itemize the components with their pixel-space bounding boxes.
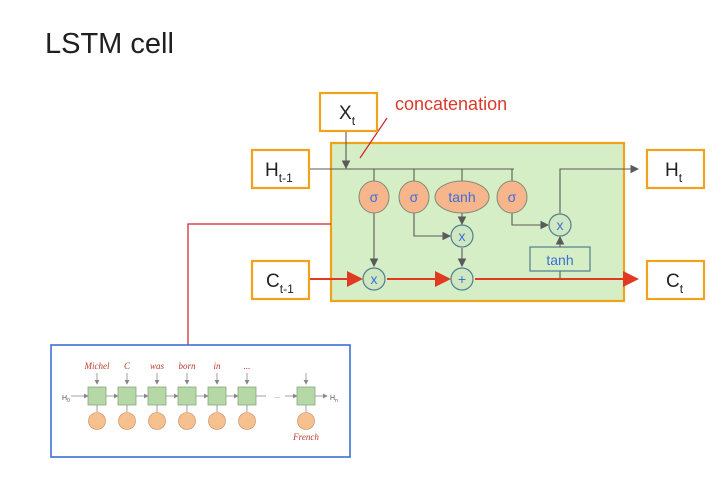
forget-gate-sigma [358, 180, 390, 214]
c-prev-input-box [250, 259, 311, 301]
forget-multiply-op [362, 267, 386, 291]
inset-word-4: born [178, 361, 196, 371]
inset-output-node [148, 412, 166, 430]
input-multiply-label: x [459, 228, 466, 244]
forget-multiply-label: x [371, 271, 378, 287]
input-gate-label: σ [410, 189, 419, 205]
h-prev-label: Ht-1 [265, 160, 293, 185]
inset-word-3: was [150, 361, 165, 371]
inset-output-node [118, 412, 136, 430]
concatenation-pointer [359, 117, 388, 159]
ht-output-box [645, 148, 706, 190]
input-gate-sigma [398, 180, 430, 214]
inset-output-node [208, 412, 226, 430]
output-gate-label: σ [508, 189, 517, 205]
slide-title: LSTM cell [45, 28, 174, 60]
output-multiply-label: x [557, 217, 564, 233]
inset-output-node [178, 412, 196, 430]
inset-cell [87, 386, 107, 406]
inset-ellipsis: ... [274, 393, 280, 400]
inset-word-1: Michel [84, 361, 110, 371]
inset-link-line [187, 223, 331, 345]
concatenation-note: concatenation [395, 94, 508, 114]
input-multiply-op [450, 224, 474, 248]
output-gate-sigma [496, 180, 528, 214]
inset-word-2: C [124, 361, 131, 371]
inset-word-5: in [213, 361, 221, 371]
inset-cell [117, 386, 137, 406]
unrolled-rnn-inset: Michel C was born in ... H0 ... Hn [50, 344, 351, 458]
xt-input-box [318, 91, 379, 133]
output-multiply-op [548, 213, 572, 237]
inset-cell [296, 386, 316, 406]
inset-word-6: ... [244, 361, 251, 371]
inset-cell [147, 386, 167, 406]
h-prev-input-box [250, 148, 311, 190]
ct-label: Ct [666, 271, 684, 296]
inset-hn-label: Hn [330, 395, 338, 404]
add-op [450, 267, 474, 291]
ct-output-box [645, 259, 706, 301]
tanh-box-label: tanh [546, 252, 573, 268]
inset-cell [177, 386, 197, 406]
inset-cell [237, 386, 257, 406]
xt-label: Xt [339, 103, 356, 128]
candidate-gate-label: tanh [448, 189, 475, 205]
inset-h0-label: H0 [62, 395, 70, 404]
c-prev-label: Ct-1 [266, 271, 294, 296]
candidate-tanh-gate [434, 180, 490, 214]
inset-output-word: French [292, 432, 319, 442]
forget-gate-label: σ [370, 189, 379, 205]
inset-cell [207, 386, 227, 406]
ht-label: Ht [665, 160, 683, 185]
add-label: + [458, 271, 466, 287]
tanh-box [529, 246, 591, 272]
inset-output-node [297, 412, 315, 430]
inset-output-node [238, 412, 256, 430]
inset-output-node [88, 412, 106, 430]
